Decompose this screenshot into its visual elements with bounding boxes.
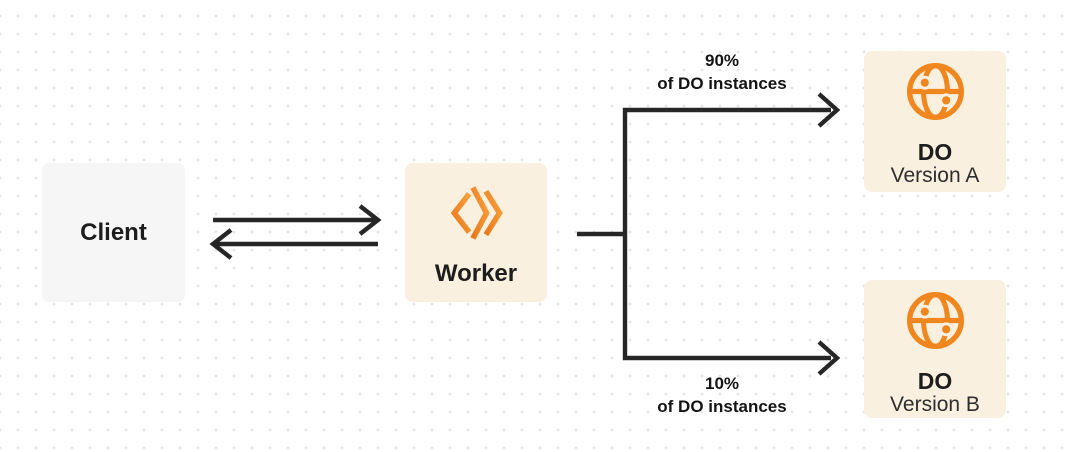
globe-icon (904, 289, 967, 352)
node-client: Client (42, 163, 185, 302)
worker-label: Worker (434, 260, 518, 287)
edge-label-10-percent: 10% of DO instances (607, 372, 837, 418)
do-b-sublabel: Version B (890, 393, 980, 416)
edge-label-text: of DO instances (657, 74, 787, 93)
node-worker: Worker (405, 163, 547, 302)
arrowhead-right-icon (358, 204, 382, 236)
do-b-label: DO (917, 368, 953, 394)
edge-label-90-percent: 90% of DO instances (607, 49, 837, 95)
edge-label-text: of DO instances (657, 397, 787, 416)
cloudflare-workers-icon (444, 182, 508, 244)
edge-label-percent: 10% (704, 374, 740, 393)
node-do-version-b: DO Version B (864, 280, 1006, 418)
edge-label-percent: 90% (704, 51, 740, 70)
arrowhead-do-b-icon (817, 340, 841, 376)
node-do-version-a: DO Version A (864, 51, 1006, 192)
client-label: Client (80, 218, 147, 246)
branch-lines (622, 107, 831, 361)
globe-icon (904, 60, 967, 123)
arrowhead-do-a-icon (817, 92, 841, 128)
arrowhead-left-icon (209, 228, 233, 260)
do-a-label: DO (917, 139, 953, 165)
do-a-sublabel: Version A (890, 164, 980, 187)
